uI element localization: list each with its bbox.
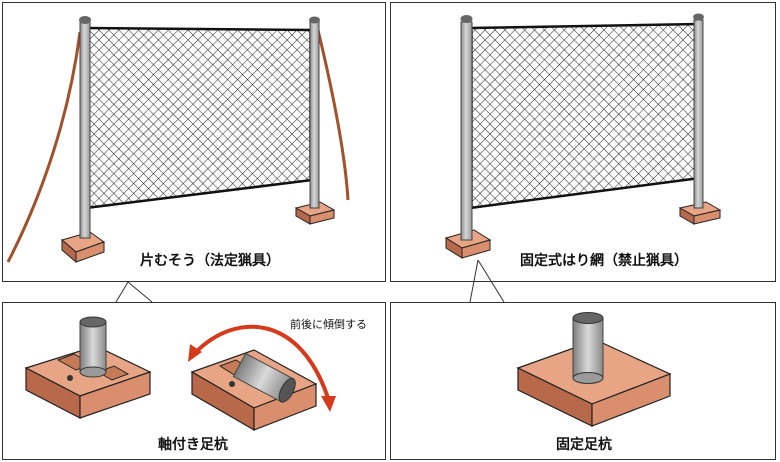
panel-kata-musou <box>2 2 386 282</box>
right-stake <box>294 201 336 225</box>
tilt-note: 前後に傾倒する <box>290 318 367 331</box>
caption-fixed-net: 固定式はり網（禁止猟具） <box>520 253 688 269</box>
pivot-stake-upright <box>24 316 152 419</box>
caption-kata-musou: 片むそう（法定猟具） <box>140 253 280 269</box>
tilt-arrow <box>194 324 330 399</box>
panel-fixed-stake <box>390 302 776 460</box>
left-stake <box>60 231 106 264</box>
right-fixed-stake <box>678 201 722 225</box>
left-guy-rope <box>6 31 82 263</box>
kata-musou-illustration <box>6 16 350 264</box>
fixed-stake-closeup <box>516 312 672 427</box>
panel-pivot-stake <box>2 302 386 460</box>
fixed-net-illustration <box>444 13 722 259</box>
caption-fixed-stake: 固定足杭 <box>556 437 612 453</box>
pivot-stake-tilted <box>190 349 318 432</box>
tilt-arrow-head-end <box>321 396 336 412</box>
callout-connector-left <box>115 281 153 303</box>
caption-pivot-stake: 軸付き足杭 <box>158 437 228 453</box>
right-guy-rope <box>316 29 350 201</box>
panel-fixed-net <box>390 2 776 282</box>
tilt-arrow-head-start <box>188 344 202 362</box>
